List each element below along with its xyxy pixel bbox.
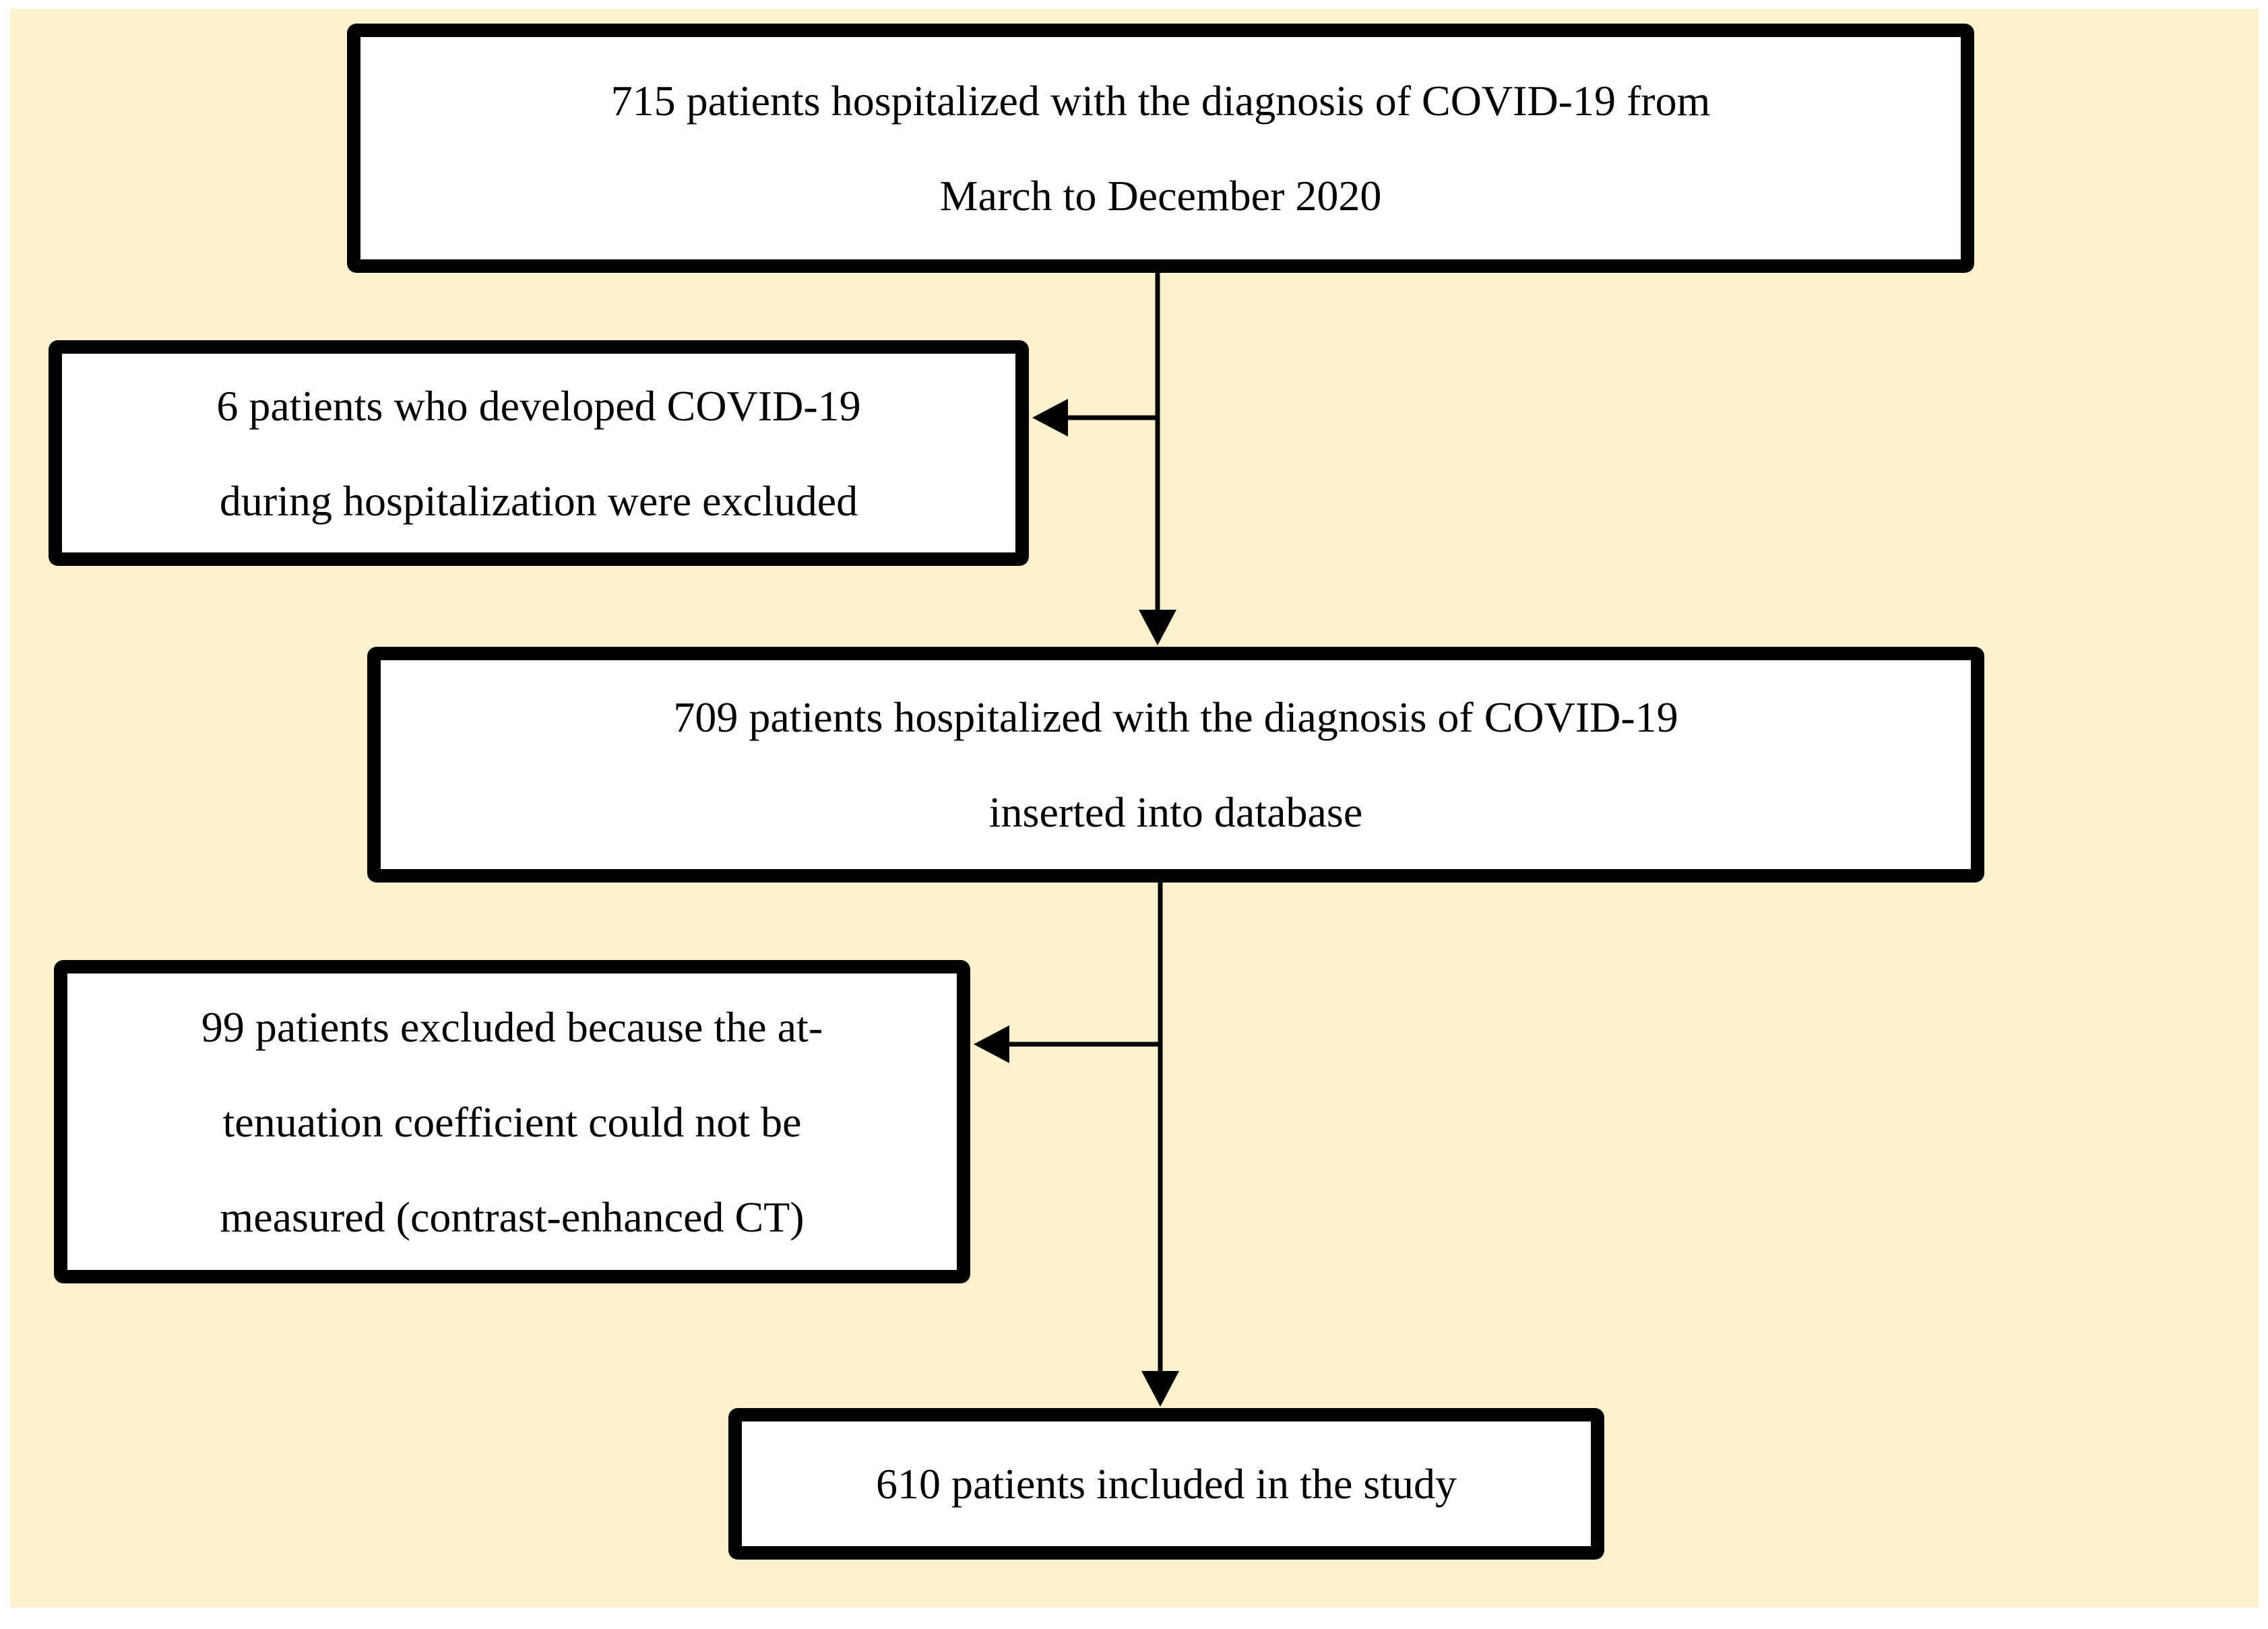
node-text-line: inserted into database [988, 788, 1363, 836]
node-text-line: 709 patients hospitalized with the diagn… [673, 693, 1678, 741]
node-99-excluded: 99 patients excluded because the at- ten… [54, 960, 970, 1283]
node-text-line: 99 patients excluded because the at- [201, 1002, 823, 1051]
node-text-line: tenuation coefficient could not be [222, 1097, 802, 1146]
node-709-database: 709 patients hospitalized with the diagn… [367, 647, 1984, 883]
node-610-included: 610 patients included in the study [728, 1408, 1604, 1560]
node-text-line: 715 patients hospitalized with the diagn… [610, 77, 1711, 125]
node-715-hospitalized: 715 patients hospitalized with the diagn… [347, 24, 1974, 273]
node-6-excluded: 6 patients who developed COVID-19 during… [49, 340, 1029, 566]
node-text-line: measured (contrast-enhanced CT) [220, 1192, 805, 1241]
node-text-line: during hospitalization were excluded [219, 476, 858, 525]
node-text-line: 610 patients included in the study [875, 1460, 1457, 1508]
node-text-line: 6 patients who developed COVID-19 [216, 381, 861, 430]
node-text-line: March to December 2020 [939, 172, 1382, 220]
